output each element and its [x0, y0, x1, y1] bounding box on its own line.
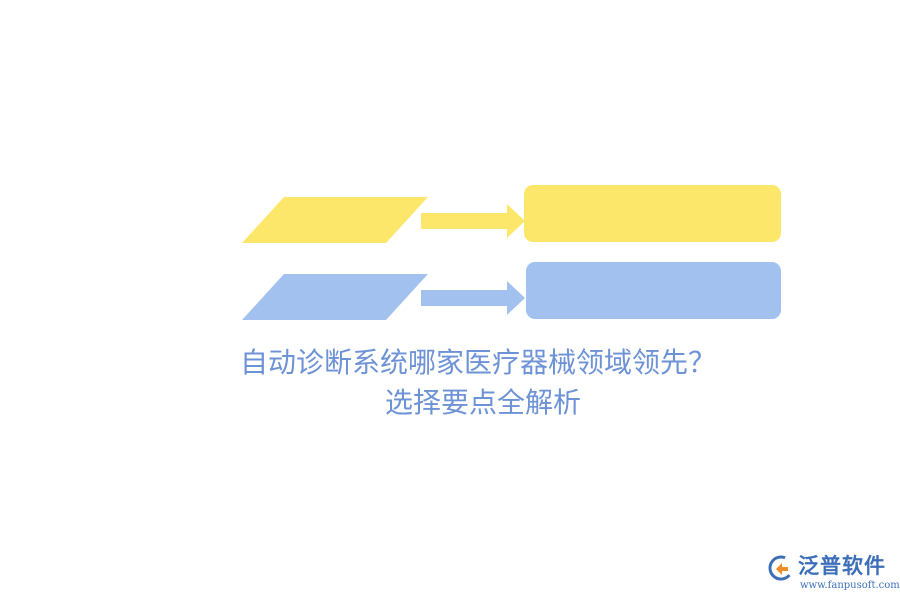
- brand-url: www.fanpusoft.com: [800, 580, 900, 591]
- brand-name: 泛普软件: [798, 554, 886, 578]
- brand-logo: 泛普软件 www.fanpusoft.com: [768, 552, 900, 596]
- arrow-right-shape: [421, 281, 525, 315]
- page-title-line-2: 选择要点全解析: [384, 386, 581, 419]
- arrow-right-icon: [421, 281, 525, 315]
- arrow-right-shape: [421, 204, 525, 238]
- blue-content-box: [526, 262, 781, 319]
- yellow-parallelogram: [242, 197, 428, 243]
- yellow-content-box: [524, 185, 781, 242]
- fanpu-logo-icon: [768, 555, 794, 581]
- yellow-parallelogram-shape: [242, 197, 428, 243]
- blue-parallelogram-shape: [242, 274, 428, 320]
- blue-parallelogram: [242, 274, 428, 320]
- page-title-line-1: 自动诊断系统哪家医疗器械领域领先？: [239, 346, 716, 379]
- arrow-right-icon: [421, 204, 525, 238]
